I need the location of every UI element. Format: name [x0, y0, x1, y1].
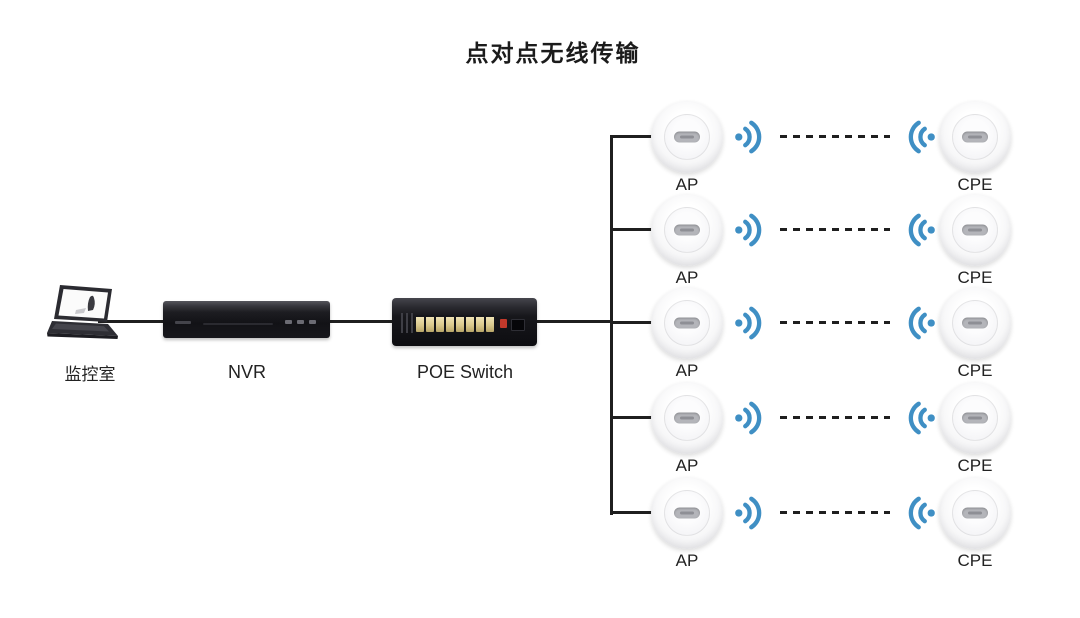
cable-branch — [610, 511, 656, 514]
ap-label: AP — [675, 551, 699, 570]
wireless-link-row: AP CPE — [610, 184, 1032, 287]
cpe-device — [939, 382, 1011, 454]
laptop-monitoring-station — [46, 284, 126, 348]
cpe-label: CPE — [957, 361, 993, 380]
diagram-title: 点对点无线传输 — [465, 40, 641, 66]
wireless-link-dashed-line — [780, 228, 890, 231]
device-logo-badge — [962, 317, 988, 329]
wireless-link-dashed-line — [780, 321, 890, 324]
wireless-link-row: AP CPE — [610, 277, 1032, 380]
nvr-front-slot — [203, 323, 273, 325]
wireless-link-row: AP CPE — [610, 372, 1032, 475]
wireless-link-row: AP CPE — [610, 467, 1032, 570]
device-logo-badge — [674, 131, 700, 143]
device-logo-badge — [674, 224, 700, 236]
laptop-label: 监控室 — [64, 365, 116, 384]
nvr-front-buttons — [285, 320, 316, 324]
ap-label: AP — [675, 268, 699, 287]
cable-branch — [610, 321, 656, 324]
ap-device — [651, 287, 723, 359]
ap-label: AP — [675, 175, 699, 194]
poe-switch-device — [392, 298, 537, 346]
cpe-device — [939, 287, 1011, 359]
cpe-device — [939, 101, 1011, 173]
cpe-label: CPE — [957, 268, 993, 287]
poe-switch-label: POE Switch — [416, 362, 514, 382]
wifi-signal-right-icon — [735, 213, 762, 247]
poe-switch-ethernet-ports — [416, 315, 494, 332]
nvr-label: NVR — [227, 362, 266, 382]
ap-device — [651, 194, 723, 266]
nvr-device — [163, 301, 330, 338]
wifi-signal-left-icon — [908, 496, 935, 530]
poe-switch-uplink-port — [511, 319, 525, 331]
cable-trunk-vertical — [610, 136, 613, 515]
cable-main-horizontal — [98, 320, 612, 323]
device-logo-badge — [674, 507, 700, 519]
wireless-link-dashed-line — [780, 135, 890, 138]
wireless-link-dashed-line — [780, 511, 890, 514]
wifi-signal-right-icon — [735, 306, 762, 340]
device-logo-badge — [962, 507, 988, 519]
wifi-signal-left-icon — [908, 306, 935, 340]
laptop-icon — [47, 285, 118, 339]
wifi-signal-left-icon — [908, 401, 935, 435]
ap-device — [651, 477, 723, 549]
wireless-link-row: AP CPE — [610, 91, 1032, 194]
poe-switch-reset-button — [500, 319, 507, 328]
wifi-signal-right-icon — [735, 120, 762, 154]
cpe-device — [939, 477, 1011, 549]
poe-switch-vents — [401, 313, 413, 333]
ap-label: AP — [675, 361, 699, 380]
device-logo-badge — [674, 317, 700, 329]
ap-device — [651, 101, 723, 173]
cpe-label: CPE — [957, 456, 993, 475]
cpe-device — [939, 194, 1011, 266]
wifi-signal-right-icon — [735, 496, 762, 530]
cpe-label: CPE — [957, 551, 993, 570]
cpe-label: CPE — [957, 175, 993, 194]
device-logo-badge — [962, 131, 988, 143]
nvr-logo-mark — [175, 321, 191, 324]
cable-branch — [610, 228, 656, 231]
device-logo-badge — [962, 412, 988, 424]
ap-device — [651, 382, 723, 454]
cable-branch — [610, 416, 656, 419]
cable-branch — [610, 135, 656, 138]
wifi-signal-left-icon — [908, 213, 935, 247]
device-logo-badge — [962, 224, 988, 236]
wifi-signal-left-icon — [908, 120, 935, 154]
wifi-signal-right-icon — [735, 401, 762, 435]
wireless-link-dashed-line — [780, 416, 890, 419]
ap-label: AP — [675, 456, 699, 475]
device-logo-badge — [674, 412, 700, 424]
